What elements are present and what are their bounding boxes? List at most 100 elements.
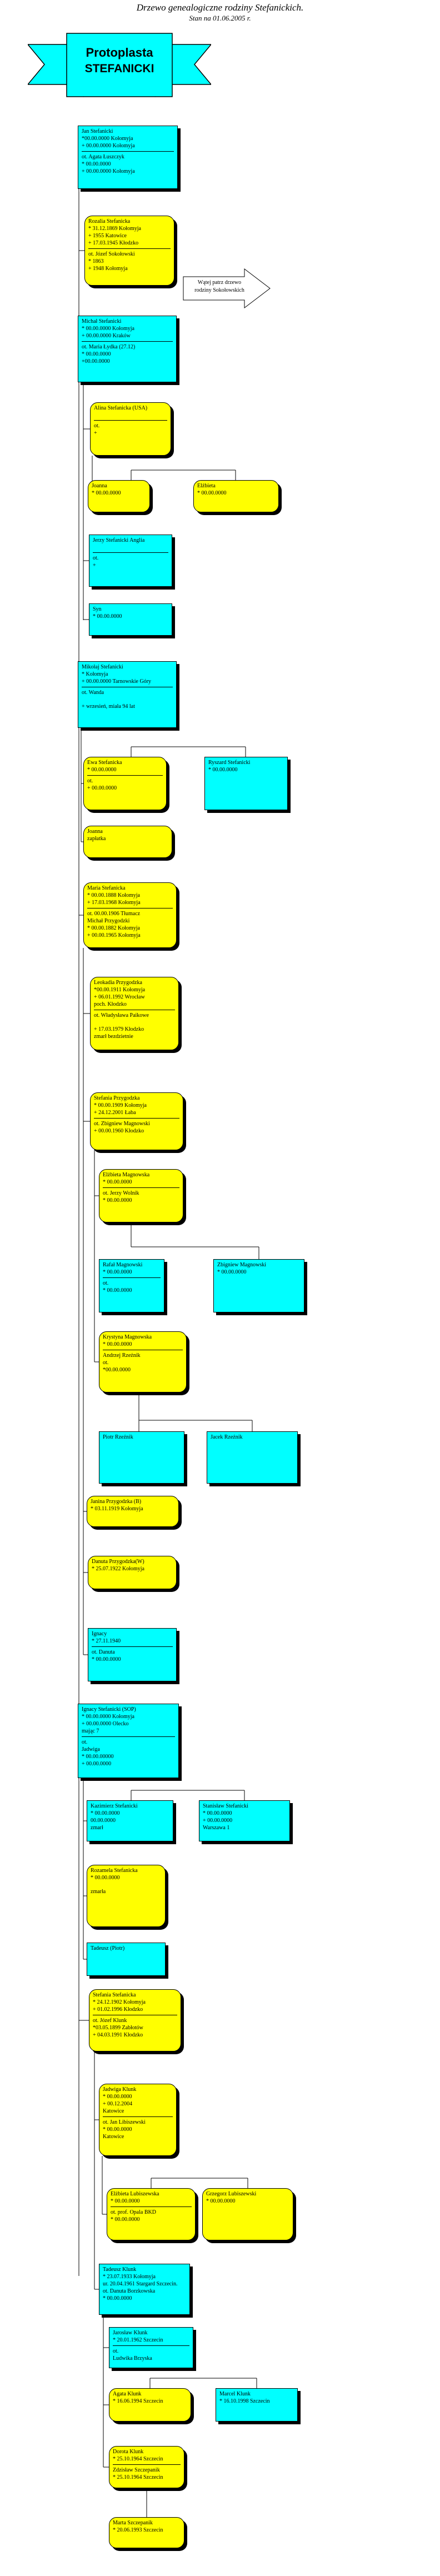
person-line: Rozamela Stefanicka [91, 1868, 138, 1874]
person-line: + 17.03.1968 Kołomyja [87, 900, 141, 906]
person-line: Zbigniew Magnowski [217, 1262, 267, 1268]
person-box: Ignacy Stefanicki (SOP)* 00.00.0000 Koło… [78, 1704, 179, 1778]
person-line: ot. Maria Łydka (27.12) [82, 344, 136, 350]
person-line: + 00.00.0000 [82, 1761, 112, 1767]
person-line: * 00.00.0000 [82, 351, 111, 357]
person-line: Jarosław Klunk [113, 2330, 148, 2336]
ribbon-banner [28, 33, 211, 97]
person-line: * 00.00.0000 [92, 1656, 121, 1663]
person-line: ot. Zbigniew Magnowski [94, 1121, 150, 1127]
person-line: Dorota Klunk [113, 2449, 144, 2455]
spouse-separator [111, 2206, 192, 2207]
person-line: Ewa Stefanicka [87, 760, 122, 766]
person-line: *03.05.1899 Zabłotów [93, 2025, 143, 2031]
person-line: * 25.07.1922 Kołomyja [92, 1566, 144, 1572]
person-line: Ryszard Stefanicki [208, 760, 251, 766]
person-line: * 00.00.0000 [111, 2198, 140, 2204]
person-line: + 00.00.0000 [87, 785, 117, 791]
banner-surname: STEFANICKI [84, 62, 154, 75]
person-line: Jan Stefanicki [82, 128, 113, 134]
person-line: 00.00.0000 [91, 1818, 116, 1824]
person-box: Syn* 00.00.0000 [89, 603, 172, 636]
spouse-separator [103, 1187, 179, 1188]
person-line: Leokadia Przygodzka [94, 980, 142, 986]
person-line: * 00.00.0000 [103, 1341, 132, 1347]
spouse-separator [92, 1646, 173, 1647]
person-line: Joanna [87, 828, 103, 835]
person-line: * 16.10.1998 Szczecin [219, 2398, 270, 2404]
person-line [93, 544, 168, 551]
person-line: Jadwiga Klunk [103, 2086, 137, 2093]
person-line: *00.00.0000 Kołomyja [82, 136, 133, 142]
person-line: Ignacy [92, 1631, 107, 1637]
person-box: Leokadia Przygodzka*00.00.1911 Kołomyja+… [90, 977, 179, 1050]
spouse-separator [94, 1118, 179, 1119]
tree-title: Drzewo genealogiczne rodziny Stefanickic… [136, 2, 304, 13]
person-line: * 00.00.0000 [91, 1810, 120, 1816]
person-box: Stanisław Stefanicki* 00.00.0000+ 00.00.… [199, 1800, 290, 1841]
person-line: Elżbieta Lubiszewska [111, 2191, 159, 2197]
person-line: +00.00.0000 [82, 358, 110, 365]
person-line: ot. Wanda [82, 690, 104, 696]
person-line: Agata Klunk [113, 2391, 142, 2397]
person-line: Zdzisław Szczepanik [113, 2467, 160, 2473]
person-line: + 00.00.0000 Tarnowskie Góry [82, 678, 152, 685]
person-line: * 00.00.0000 [93, 613, 122, 620]
person-line: Alina Stefanicka (USA) [94, 405, 148, 411]
person-line [94, 412, 167, 418]
right-arrow-icon [183, 268, 271, 309]
person-line: * 00.00.0000 [82, 161, 111, 167]
person-box: Alina Stefanicka (USA)ot.+ [90, 402, 171, 456]
person-line: Jadwiga [82, 1746, 100, 1753]
person-line: * 00.00.0000 [87, 767, 117, 773]
spouse-separator [82, 151, 174, 152]
spouse-separator [88, 248, 171, 249]
person-line: * 00.00.0000 [103, 2094, 132, 2100]
person-line: + 00.00.0000 Kołomyja [82, 143, 135, 149]
person-line: * 31.12.1869 Kołomyja [88, 226, 141, 232]
person-line: ot. Danuta [92, 1649, 115, 1655]
person-box: Mikołaj Stefanicki* Kołomyja+ 00.00.0000… [78, 661, 177, 728]
person-line: * 00.00.0000 [208, 767, 238, 773]
person-line: + 00.00.0000 Kołomyja [82, 168, 135, 174]
person-line: * 16.06.1994 Szczecin [113, 2398, 163, 2404]
person-line: mając 7 [82, 1728, 99, 1734]
person-line: Elżbieta [197, 483, 216, 489]
person-line: ot. Jan Libiszewski [103, 2119, 146, 2125]
person-line: + 00.00.0000 Kraków [82, 333, 131, 339]
person-line: * 00.00.0000 [103, 2126, 132, 2133]
person-line: Joanna [92, 483, 107, 489]
person-box: Jacek Rzeźnik [207, 1431, 298, 1484]
person-box: Danuta Przygodzka(W)* 25.07.1922 Kołomyj… [88, 1556, 177, 1589]
person-line: + 01.02.1996 Kłodzko [93, 2006, 143, 2013]
spouse-separator [94, 420, 167, 421]
person-line: * 03.11.1919 Kołomyja [91, 1506, 143, 1512]
person-line: * 27.11.1940 [92, 1638, 121, 1644]
person-line: Andrzej Rzeźnik [103, 1352, 141, 1359]
spouse-separator [103, 1277, 161, 1278]
person-line: * 00.00.1888 Kołomyja [87, 892, 140, 898]
person-line: Piotr Rzeźnik [103, 1434, 133, 1440]
person-line: Tadeusz (Piotr) [91, 1945, 125, 1951]
person-line: * 25.10.1964 Szczecin [113, 2456, 163, 2462]
person-line: + 00.00.1965 Kołomyja [87, 932, 141, 938]
person-line: + [93, 562, 96, 568]
person-line: Tadeusz Klunk [103, 2267, 137, 2273]
person-line: Stefania Stefanicka [93, 1992, 136, 1998]
person-line: * 00.00.0000 [103, 2295, 132, 2302]
person-line: * 00.00.0000 [217, 1269, 247, 1275]
person-line: Stanisław Stefanicki [203, 1803, 248, 1809]
person-line: Stefania Przygodzka [94, 1095, 140, 1101]
person-line [82, 696, 173, 703]
spouse-separator [113, 2464, 181, 2465]
person-line: * 23.07.1933 Kołomyja [103, 2274, 156, 2280]
person-line: * 00.00.0000 [197, 490, 227, 496]
person-box: Jan Stefanicki*00.00.0000 Kołomyja+ 00.0… [78, 126, 178, 189]
person-box: Agata Klunk* 16.06.1994 Szczecin [109, 2388, 191, 2422]
